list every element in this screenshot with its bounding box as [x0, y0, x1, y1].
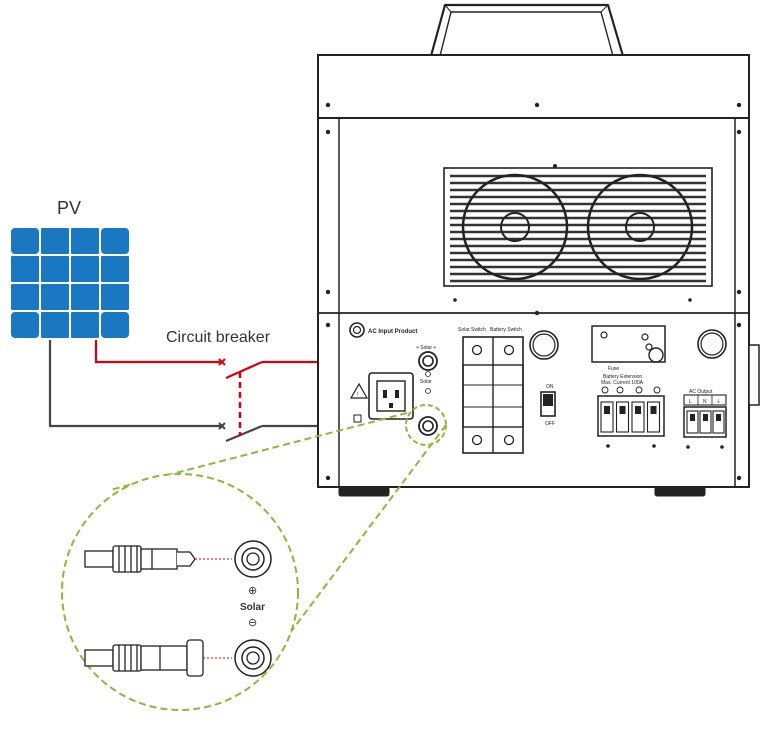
foot-left [338, 486, 390, 497]
solar-switch-label: Solar Switch [458, 327, 486, 333]
breaker-positive-blade [225, 360, 263, 380]
ac-l-label: L [689, 399, 692, 405]
ground-symbol-icon [353, 414, 362, 423]
fuse-holder [591, 325, 666, 363]
battery-switch-label: Battery Switch [490, 327, 522, 333]
power-switch [540, 391, 556, 417]
pv-cell [11, 312, 39, 338]
carry-handle [429, 3, 625, 57]
pv-cell [41, 312, 69, 338]
foot-right [654, 486, 706, 497]
ac-terminal-screw [716, 414, 721, 421]
battery-terminal-screw [604, 406, 610, 414]
pv-cell [101, 284, 129, 310]
zoom-minus-icon: ⊖ [248, 616, 257, 629]
ac-terminal-screw [703, 414, 708, 421]
pv-cell [101, 228, 129, 254]
round-knob-right [697, 329, 727, 359]
breaker-positive-contact-mark [218, 358, 226, 366]
switch-on-label: ON [546, 384, 554, 390]
pv-cell [71, 312, 99, 338]
pv-label: PV [57, 198, 81, 218]
svg-text:+ Solar +: + Solar + [416, 345, 436, 351]
side-bracket [748, 344, 760, 406]
pv-cell [101, 256, 129, 282]
ac-output-label: AC Output [689, 389, 713, 395]
switch-off-label: OFF [545, 421, 555, 427]
zoom-solar-label: Solar [240, 602, 265, 613]
case-screws [325, 102, 742, 481]
cooling-vent [443, 167, 713, 287]
battery-terminal-screw [650, 406, 657, 414]
zoom-plus-icon: ⊕ [248, 584, 257, 597]
ac-terminal-screw [690, 414, 695, 421]
mc4-connector-negative [84, 639, 204, 677]
battery-terminal-screw [619, 406, 626, 414]
mc4-connector-positive [84, 545, 196, 573]
pv-cell [11, 228, 39, 254]
pv-cell [101, 312, 129, 338]
svg-text:!: ! [357, 392, 358, 398]
pv-cell [71, 228, 99, 254]
ac-terminal-slot [699, 410, 712, 434]
solar-panel-label: Solar [420, 379, 432, 385]
warning-icon [349, 382, 369, 399]
solar-positive-terminal [418, 351, 438, 371]
pv-cell [41, 284, 69, 310]
battery-extension-label: Battery Extension [603, 374, 642, 380]
battery-terminal-screw [635, 406, 641, 414]
ac-input-label: AC Input Product [368, 329, 417, 335]
pv-cell [41, 256, 69, 282]
pv-cell [11, 256, 39, 282]
circuit-breaker [218, 358, 263, 443]
round-knob-left [529, 330, 559, 360]
pv-cell [11, 284, 39, 310]
breaker-negative-contact-mark [218, 422, 226, 430]
zoom-solar-negative-port [234, 639, 272, 677]
battery-extension-current: Max. Current 100A [601, 380, 644, 386]
solar-negative-terminal [418, 416, 438, 436]
zoom-solar-positive-port [234, 540, 272, 578]
ac-pe-label: ⏚ [716, 398, 721, 405]
battery-extension-terminal-block [597, 386, 665, 448]
ac-n-label: N [703, 399, 707, 405]
ac-input-socket [368, 372, 414, 420]
pv-panel [11, 228, 130, 340]
inverter-unit: AC Input Product ! + Solar + Solar Solar… [317, 3, 760, 497]
pv-cell [71, 256, 99, 282]
solar-battery-switch [462, 336, 524, 454]
fuse-label: Fuse [608, 366, 619, 372]
pv-cell [71, 284, 99, 310]
ac-terminal-slot [686, 410, 699, 434]
ac-input-port-icon [349, 322, 365, 338]
pv-cell [41, 228, 69, 254]
ac-output-terminal-block: L N ⏚ [683, 394, 727, 449]
top-cover [317, 54, 750, 119]
circuit-breaker-label: Circuit breaker [166, 329, 271, 346]
breaker-negative-blade [225, 424, 263, 443]
ac-terminal-slot [712, 410, 725, 434]
